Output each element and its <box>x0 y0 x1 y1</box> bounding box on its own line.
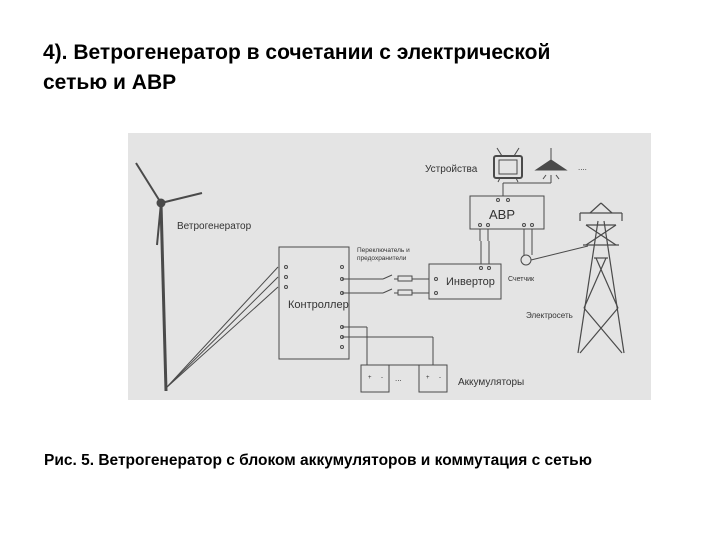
meter-label: Счетчик <box>508 276 535 283</box>
battery-wires <box>342 326 434 366</box>
tv-icon <box>493 147 523 183</box>
battery-1-plus: + <box>368 375 372 381</box>
slide-title: 4). Ветрогенератор в сочетании с электри… <box>43 38 683 98</box>
wind-grid-diagram: Устройства .... АВР Ветрогенератор Перек… <box>128 133 651 400</box>
avr-label: АВР <box>489 207 515 222</box>
battery-2-plus: + <box>426 375 430 381</box>
meter-icon <box>520 254 532 266</box>
avr-terminals <box>478 198 534 227</box>
battery-1-minus: - <box>381 375 383 381</box>
inverter-box <box>428 263 502 300</box>
batteries-ellipsis: ... <box>395 374 402 383</box>
wind-turbine-icon <box>135 162 203 392</box>
lamp-icon <box>534 148 568 180</box>
avr-bottom-wires <box>479 229 533 241</box>
wind-generator-label: Ветрогенератор <box>177 221 252 232</box>
inverter-to-avr-wires <box>480 241 490 264</box>
avr-to-meter-wires <box>523 241 533 255</box>
figure-caption: Рис. 5. Ветрогенератор с блоком аккумуля… <box>44 452 592 469</box>
inverter-label: Инвертор <box>446 276 495 288</box>
power-pylon-icon <box>577 202 625 354</box>
meter-to-grid-wire <box>530 245 589 261</box>
avr-box <box>469 195 545 230</box>
controller-box <box>278 246 350 360</box>
avr-to-devices-wire <box>502 178 552 196</box>
inverter-terminals <box>434 266 491 295</box>
batteries-label: Аккумуляторы <box>458 377 524 388</box>
battery-1 <box>360 364 390 393</box>
diagram-svg: Устройства .... АВР Ветрогенератор Перек… <box>135 147 625 393</box>
devices-label: Устройства <box>425 164 478 175</box>
turbine-wires <box>165 266 279 389</box>
switch-fuses <box>342 274 429 296</box>
title-line-1: 4). Ветрогенератор в сочетании с электри… <box>43 41 551 64</box>
battery-2 <box>418 364 448 393</box>
controller-terminals <box>284 265 344 349</box>
title-line-2: сетью и АВР <box>43 71 177 94</box>
switch-label-line-1: Переключатель и <box>357 247 410 254</box>
switch-label-line-2: предохранители <box>357 255 407 262</box>
devices-ellipsis: .... <box>578 163 587 172</box>
controller-label: Контроллер <box>288 299 349 311</box>
grid-label: Электросеть <box>526 311 573 320</box>
battery-2-minus: - <box>439 375 441 381</box>
